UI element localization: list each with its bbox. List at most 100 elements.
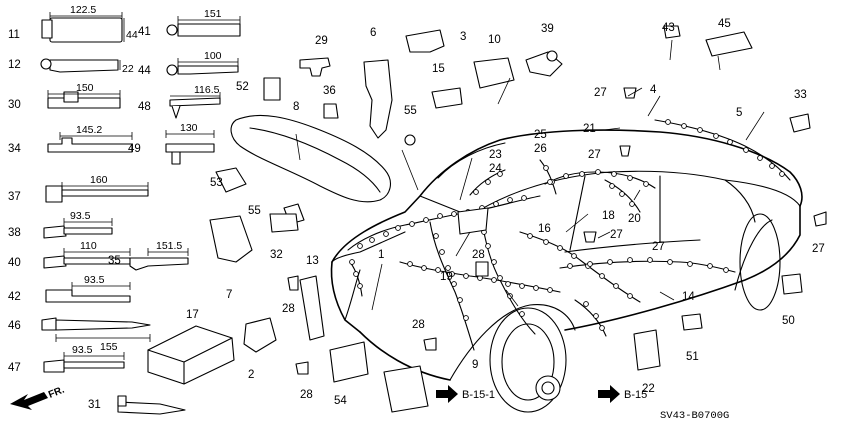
callout-22: 22 (642, 383, 655, 395)
callout-35: 35 (108, 255, 121, 267)
callout-44: 44 (138, 65, 151, 77)
callout-1: 1 (378, 249, 384, 261)
dim-p11: 122.5 (70, 4, 96, 16)
callout-4: 4 (650, 84, 657, 96)
harness-connector-dot (527, 233, 533, 239)
harness-connector-dot (571, 253, 577, 259)
harness-connector-dot (473, 189, 479, 195)
harness-connector-dot (587, 261, 593, 267)
callout-13: 13 (306, 255, 319, 267)
harness-connector-dot (435, 267, 441, 273)
callout-25: 25 (534, 129, 547, 141)
harness-connector-dot (437, 213, 443, 219)
callout-26: 26 (534, 143, 547, 155)
harness-connector-dot (757, 155, 763, 161)
callout-31: 31 (88, 399, 101, 411)
harness-connector-dot (497, 171, 503, 177)
callout-27-a: 27 (594, 87, 607, 99)
callout-27-e: 27 (812, 243, 825, 255)
harness-connector-dot (583, 301, 589, 307)
callout-27-d: 27 (652, 241, 665, 253)
harness-connector-dot (599, 273, 605, 279)
harness-connector-dot (613, 283, 619, 289)
callout-39: 39 (541, 23, 554, 35)
arrow-right-icon (436, 385, 458, 403)
harness-connector-dot (619, 191, 625, 197)
harness-connector-dot (609, 183, 615, 189)
harness-connector-dot (349, 259, 355, 265)
dim-p35: 151.5 (156, 240, 182, 252)
callout-10: 10 (488, 34, 501, 46)
harness-connector-dot (491, 277, 497, 283)
callout-29: 29 (315, 35, 328, 47)
dim-p12-side: 22 (122, 63, 134, 75)
dim-p30: 150 (76, 82, 94, 94)
harness-connector-dot (607, 259, 613, 265)
ref-b15: B-15 (624, 389, 647, 401)
harness-connector-dot (357, 243, 363, 249)
callout-20: 20 (628, 213, 641, 225)
arrow-down-left-icon (10, 392, 48, 410)
callout-38: 38 (8, 227, 21, 239)
harness-connector-dot (627, 175, 633, 181)
harness-connector-dot (779, 171, 785, 177)
callout-14: 14 (682, 291, 695, 303)
wire-harnesses (347, 119, 791, 351)
callout-18: 18 (602, 210, 615, 222)
instrument-harness (230, 114, 391, 203)
callout-21: 21 (583, 123, 596, 135)
callout-3: 3 (460, 31, 466, 43)
dim-p48: 116.5 (194, 84, 220, 96)
harness-connector-dot (449, 271, 455, 277)
harness-connector-dot (579, 171, 585, 177)
callout-54: 54 (334, 395, 347, 407)
harness-connector-dot (647, 257, 653, 263)
harness-connector-dot (547, 287, 553, 293)
callout-32: 32 (270, 249, 283, 261)
harness-connector-dot (697, 127, 703, 133)
leader-lines (295, 39, 765, 311)
harness-connector-dot (681, 123, 687, 129)
callout-27-b: 27 (588, 149, 601, 161)
harness-connector-dot (611, 171, 617, 177)
callout-7: 7 (226, 289, 232, 301)
harness-connector-dot (665, 119, 671, 125)
callout-6: 6 (370, 27, 376, 39)
dimension-labels: 122.5 44 151 22 100 150 116.5 145.2 130 … (70, 4, 222, 356)
callout-51: 51 (686, 351, 699, 363)
harness-connector-dot (519, 311, 525, 317)
callout-33: 33 (794, 89, 807, 101)
callout-19: 19 (440, 271, 453, 283)
callout-5: 5 (736, 107, 742, 119)
harness-connector-dot (543, 165, 549, 171)
callout-55-top: 55 (404, 105, 417, 117)
harness-connector-dot (505, 281, 511, 287)
harness-connector-dot (463, 315, 469, 321)
harness-connector-dot (629, 201, 635, 207)
dim-p41: 151 (204, 8, 222, 20)
harness-connector-dot (493, 201, 499, 207)
dim-p38: 93.5 (70, 210, 91, 222)
harness-connector-dot (563, 173, 569, 179)
callout-36: 36 (323, 85, 336, 97)
harness-connector-dot (357, 283, 363, 289)
harness-connector-dot (521, 195, 527, 201)
callout-55-low: 55 (248, 205, 261, 217)
callout-11: 11 (8, 29, 20, 41)
callout-15: 15 (432, 63, 445, 75)
callout-52: 52 (236, 81, 249, 93)
callout-28-d: 28 (300, 389, 313, 401)
harness-connector-dot (627, 293, 633, 299)
callout-50: 50 (782, 315, 795, 327)
callout-37: 37 (8, 191, 21, 203)
harness-connector-dot (433, 233, 439, 239)
callout-28-c: 28 (412, 319, 425, 331)
car-body-outline (330, 129, 803, 413)
dimension-lines (47, 12, 241, 360)
dim-p47: 93.5 (72, 344, 93, 356)
callout-40: 40 (8, 257, 21, 269)
harness-connector-dot (445, 265, 451, 271)
dim-p42: 93.5 (84, 274, 105, 286)
callout-2: 2 (248, 369, 254, 381)
